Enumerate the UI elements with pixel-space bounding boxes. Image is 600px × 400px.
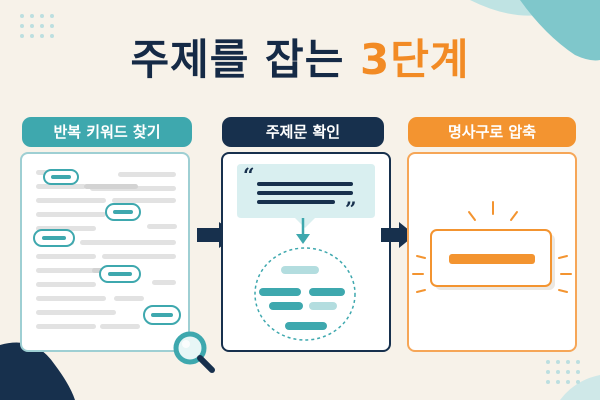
step-1-label: 반복 키워드 찾기	[22, 117, 192, 147]
svg-text:”: ”	[345, 197, 357, 221]
page-title: 주제를 잡는 3단계	[0, 26, 600, 87]
title-accent: 3단계	[359, 35, 470, 84]
text-lines-illustration	[33, 169, 181, 329]
magnifier-icon	[173, 331, 215, 373]
step-1-panel	[20, 152, 215, 373]
bottom-left-wave	[0, 342, 75, 400]
bottom-right-dot-grid	[546, 360, 580, 384]
svg-text:“: “	[243, 163, 255, 187]
step-3-panel	[407, 152, 577, 352]
title-main: 주제를 잡는	[130, 35, 345, 84]
arrow-right-icon	[381, 222, 415, 248]
bottom-right-wave	[560, 375, 600, 400]
top-left-dot-grid	[20, 14, 54, 38]
step-2-label: 주제문 확인	[222, 117, 384, 147]
compressed-bar-icon	[412, 201, 572, 293]
step-2-panel: “ ”	[221, 152, 391, 352]
step-3-label: 명사구로 압축	[408, 117, 576, 147]
top-right-wave-dark	[520, 0, 600, 61]
speech-bubble-icon: “ ”	[237, 163, 375, 341]
